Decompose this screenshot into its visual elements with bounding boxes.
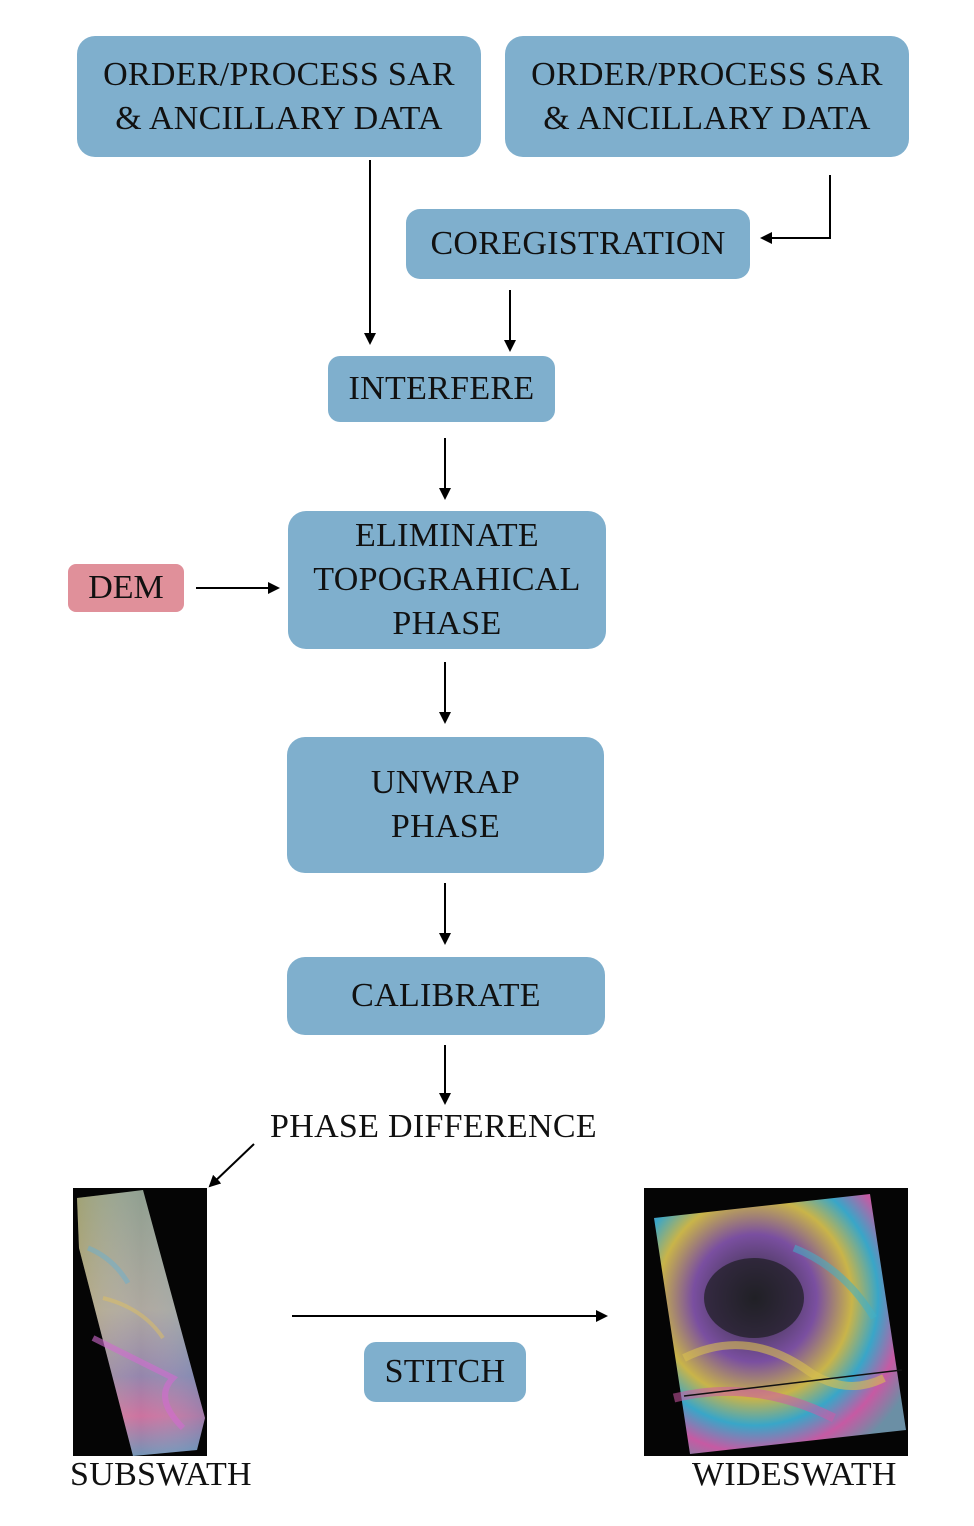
dem-label: DEM: [88, 569, 164, 606]
stitch-box: STITCH: [364, 1342, 526, 1402]
subswath-image: [73, 1188, 207, 1456]
wideswath-image: [644, 1188, 908, 1456]
dem-box: DEM: [68, 564, 184, 612]
unwrap-phase-box: UNWRAP PHASE: [287, 737, 604, 873]
eliminate-topographical-phase-box: ELIMINATE TOPOGRAHICAL PHASE: [288, 511, 606, 649]
order-left-line-1: ORDER/PROCESS SAR: [103, 55, 455, 93]
calibrate-label: CALIBRATE: [351, 977, 541, 1014]
calibrate-box: CALIBRATE: [287, 957, 605, 1035]
unwrap-line-2: PHASE: [390, 808, 501, 845]
eliminate-line-1: ELIMINATE: [355, 517, 539, 554]
order-right-line-2: & ANCILLARY DATA: [543, 99, 871, 137]
subswath-label: SUBSWATH: [70, 1456, 252, 1493]
order-right-line-1: ORDER/PROCESS SAR: [531, 55, 883, 93]
arrow-phase-difference-to-subswath: [208, 1143, 255, 1188]
coregistration-box: COREGISTRATION: [406, 209, 750, 279]
order-process-box-left: ORDER/PROCESS SAR & ANCILLARY DATA: [77, 36, 481, 157]
interfere-box: INTERFERE: [328, 356, 555, 422]
arrow-order-right-to-coregistration: [760, 175, 831, 244]
stitch-label: STITCH: [384, 1353, 506, 1390]
phase-difference-label: PHASE DIFFERENCE: [270, 1108, 597, 1145]
coregistration-label: COREGISTRATION: [430, 225, 726, 262]
order-process-box-right: ORDER/PROCESS SAR & ANCILLARY DATA: [505, 36, 909, 157]
eliminate-line-2: TOPOGRAHICAL: [313, 561, 581, 598]
order-left-line-2: & ANCILLARY DATA: [115, 99, 443, 137]
wideswath-label: WIDESWATH: [692, 1456, 897, 1493]
unwrap-line-1: UNWRAP: [370, 764, 521, 801]
interfere-label: INTERFERE: [348, 370, 535, 407]
eliminate-line-3: PHASE: [392, 605, 502, 642]
